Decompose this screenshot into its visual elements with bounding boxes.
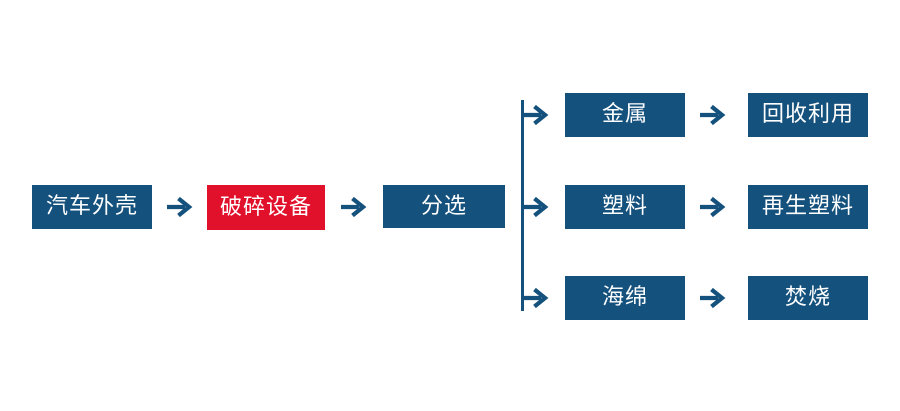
arrow-right-icon	[166, 195, 194, 219]
node-crushing-equipment: 破碎设备	[207, 185, 325, 230]
node-incineration: 焚烧	[748, 276, 868, 320]
node-sponge: 海绵	[565, 276, 685, 320]
arrow-right-icon	[522, 286, 550, 310]
node-sorting: 分选	[383, 185, 505, 228]
node-metal: 金属	[565, 93, 685, 137]
branch-connector-line	[521, 100, 524, 311]
arrow-right-icon	[522, 195, 550, 219]
arrow-right-icon	[699, 286, 727, 310]
node-plastic: 塑料	[565, 185, 685, 229]
node-recycling: 回收利用	[748, 93, 868, 137]
node-car-shell: 汽车外壳	[32, 185, 152, 229]
arrow-right-icon	[699, 103, 727, 127]
node-recycled-plastic: 再生塑料	[748, 185, 868, 229]
arrow-right-icon	[522, 103, 550, 127]
arrow-right-icon	[340, 195, 368, 219]
arrow-right-icon	[699, 195, 727, 219]
